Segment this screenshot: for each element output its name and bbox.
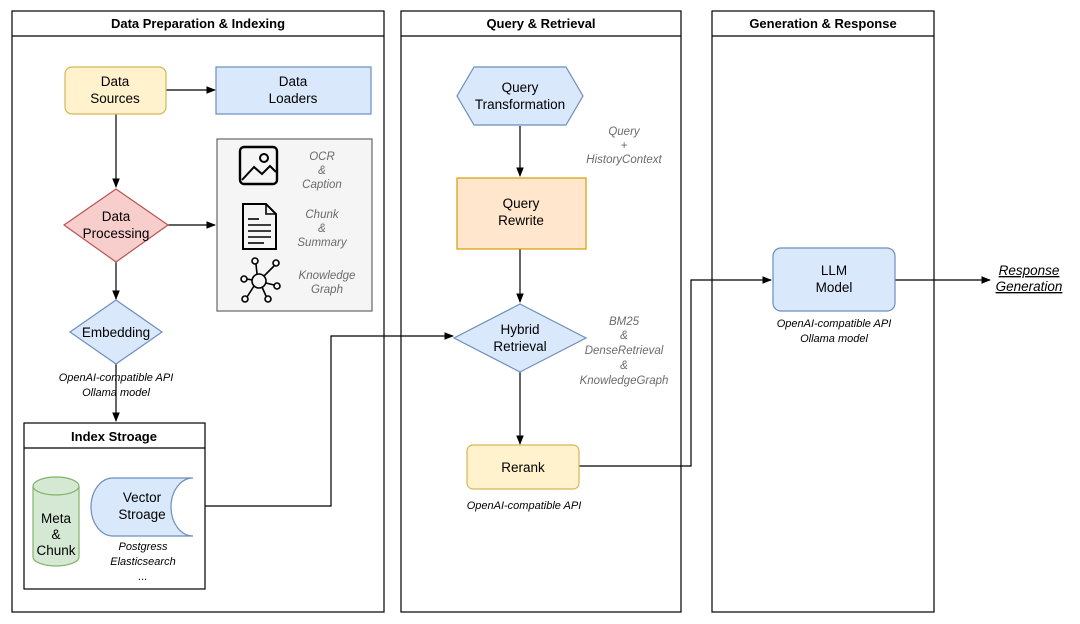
svg-text:Embedding: Embedding [82,325,150,340]
index-storage-title: Index Stroage [71,429,157,444]
svg-text:HistoryContext: HistoryContext [586,154,662,166]
image-icon [238,145,279,186]
svg-text:OpenAI-compatible API: OpenAI-compatible API [467,500,582,512]
svg-text:Elasticsearch: Elasticsearch [110,556,175,568]
rerank-api-note: OpenAI-compatible API [467,500,582,512]
svg-text:Meta: Meta [41,511,72,526]
svg-text:Postgress: Postgress [119,541,168,553]
svg-text:DenseRetrieval: DenseRetrieval [585,345,664,357]
svg-text:Query: Query [608,126,641,138]
svg-text:Rerank: Rerank [501,460,545,475]
svg-text:...: ... [138,571,147,583]
node-embedding: Embedding [68,299,164,365]
svg-text:Ollama model: Ollama model [800,333,868,345]
storage-backends-note: Postgress Elasticsearch ... [110,541,175,583]
query-context-note: Query + HistoryContext [586,126,662,166]
node-query-transformation: Query Transformation [456,66,584,126]
svg-text:Ollama model: Ollama model [82,387,150,399]
document-icon [242,203,277,250]
node-llm-model: LLM Model [772,247,896,312]
svg-text:Vector: Vector [123,490,162,505]
svg-text:Retrieval: Retrieval [493,339,546,354]
edges [112,86,991,507]
svg-text:&: & [318,223,326,235]
svg-text:Hybrid: Hybrid [500,322,539,337]
svg-text:Data: Data [101,74,130,89]
svg-text:Query: Query [503,196,540,211]
edge-rerank-llm [579,276,772,467]
node-data-loaders: Data Loaders [215,66,372,115]
svg-text:&: & [620,330,628,342]
processing-outputs-panel: OCR & Caption Chunk & Summary [216,138,373,312]
svg-text:+: + [621,140,628,152]
svg-text:Knowledge: Knowledge [299,270,356,282]
node-vector-storage: Vector Stroage [90,477,194,537]
edge-storage-retrieval [205,332,454,507]
svg-text:Chunk: Chunk [305,209,339,221]
svg-text:Transformation: Transformation [475,97,565,112]
lane-query-retrieval: Query & Retrieval [400,10,682,613]
response-generation-output: Response Generation [996,263,1063,294]
lane-title-prep: Data Preparation & Indexing [111,16,285,31]
svg-text:Caption: Caption [302,179,342,191]
svg-text:LLM: LLM [821,263,847,278]
svg-text:BM25: BM25 [609,316,640,328]
node-meta-chunk: Meta & Chunk [32,476,80,567]
node-rerank: Rerank [466,444,580,490]
svg-text:Query: Query [502,80,539,95]
svg-text:Chunk: Chunk [36,543,75,558]
node-data-sources: Data Sources [64,66,167,115]
svg-text:Processing: Processing [83,226,150,241]
knowledge-graph-icon [240,257,281,303]
llm-api-note: OpenAI-compatible API Ollama model [777,318,892,345]
svg-text:Graph: Graph [311,284,343,296]
node-hybrid-retrieval: Hybrid Retrieval [452,303,588,373]
svg-text:Loaders: Loaders [269,91,318,106]
node-query-rewrite: Query Rewrite [456,177,587,250]
svg-text:Response: Response [999,263,1060,278]
svg-text:&: & [51,527,60,542]
svg-text:Rewrite: Rewrite [498,213,544,228]
svg-text:Model: Model [816,280,853,295]
node-data-processing: Data Processing [62,188,170,263]
svg-text:OpenAI-compatible API: OpenAI-compatible API [777,318,892,330]
lane-title-gen: Generation & Response [749,16,896,31]
svg-text:Summary: Summary [297,237,347,249]
svg-text:Data: Data [102,209,131,224]
svg-text:OCR: OCR [309,151,335,163]
retrieval-methods-note: BM25 & DenseRetrieval & KnowledgeGraph [580,316,669,387]
svg-text:Sources: Sources [90,91,140,106]
lane-title-query: Query & Retrieval [486,16,595,31]
embedding-api-note: OpenAI-compatible API Ollama model [59,372,174,399]
svg-text:Generation: Generation [996,279,1063,294]
svg-text:&: & [318,165,326,177]
svg-text:Stroage: Stroage [118,507,165,522]
svg-text:&: & [620,360,628,372]
svg-text:Data: Data [279,74,308,89]
svg-text:OpenAI-compatible API: OpenAI-compatible API [59,372,174,384]
svg-text:KnowledgeGraph: KnowledgeGraph [580,375,669,387]
